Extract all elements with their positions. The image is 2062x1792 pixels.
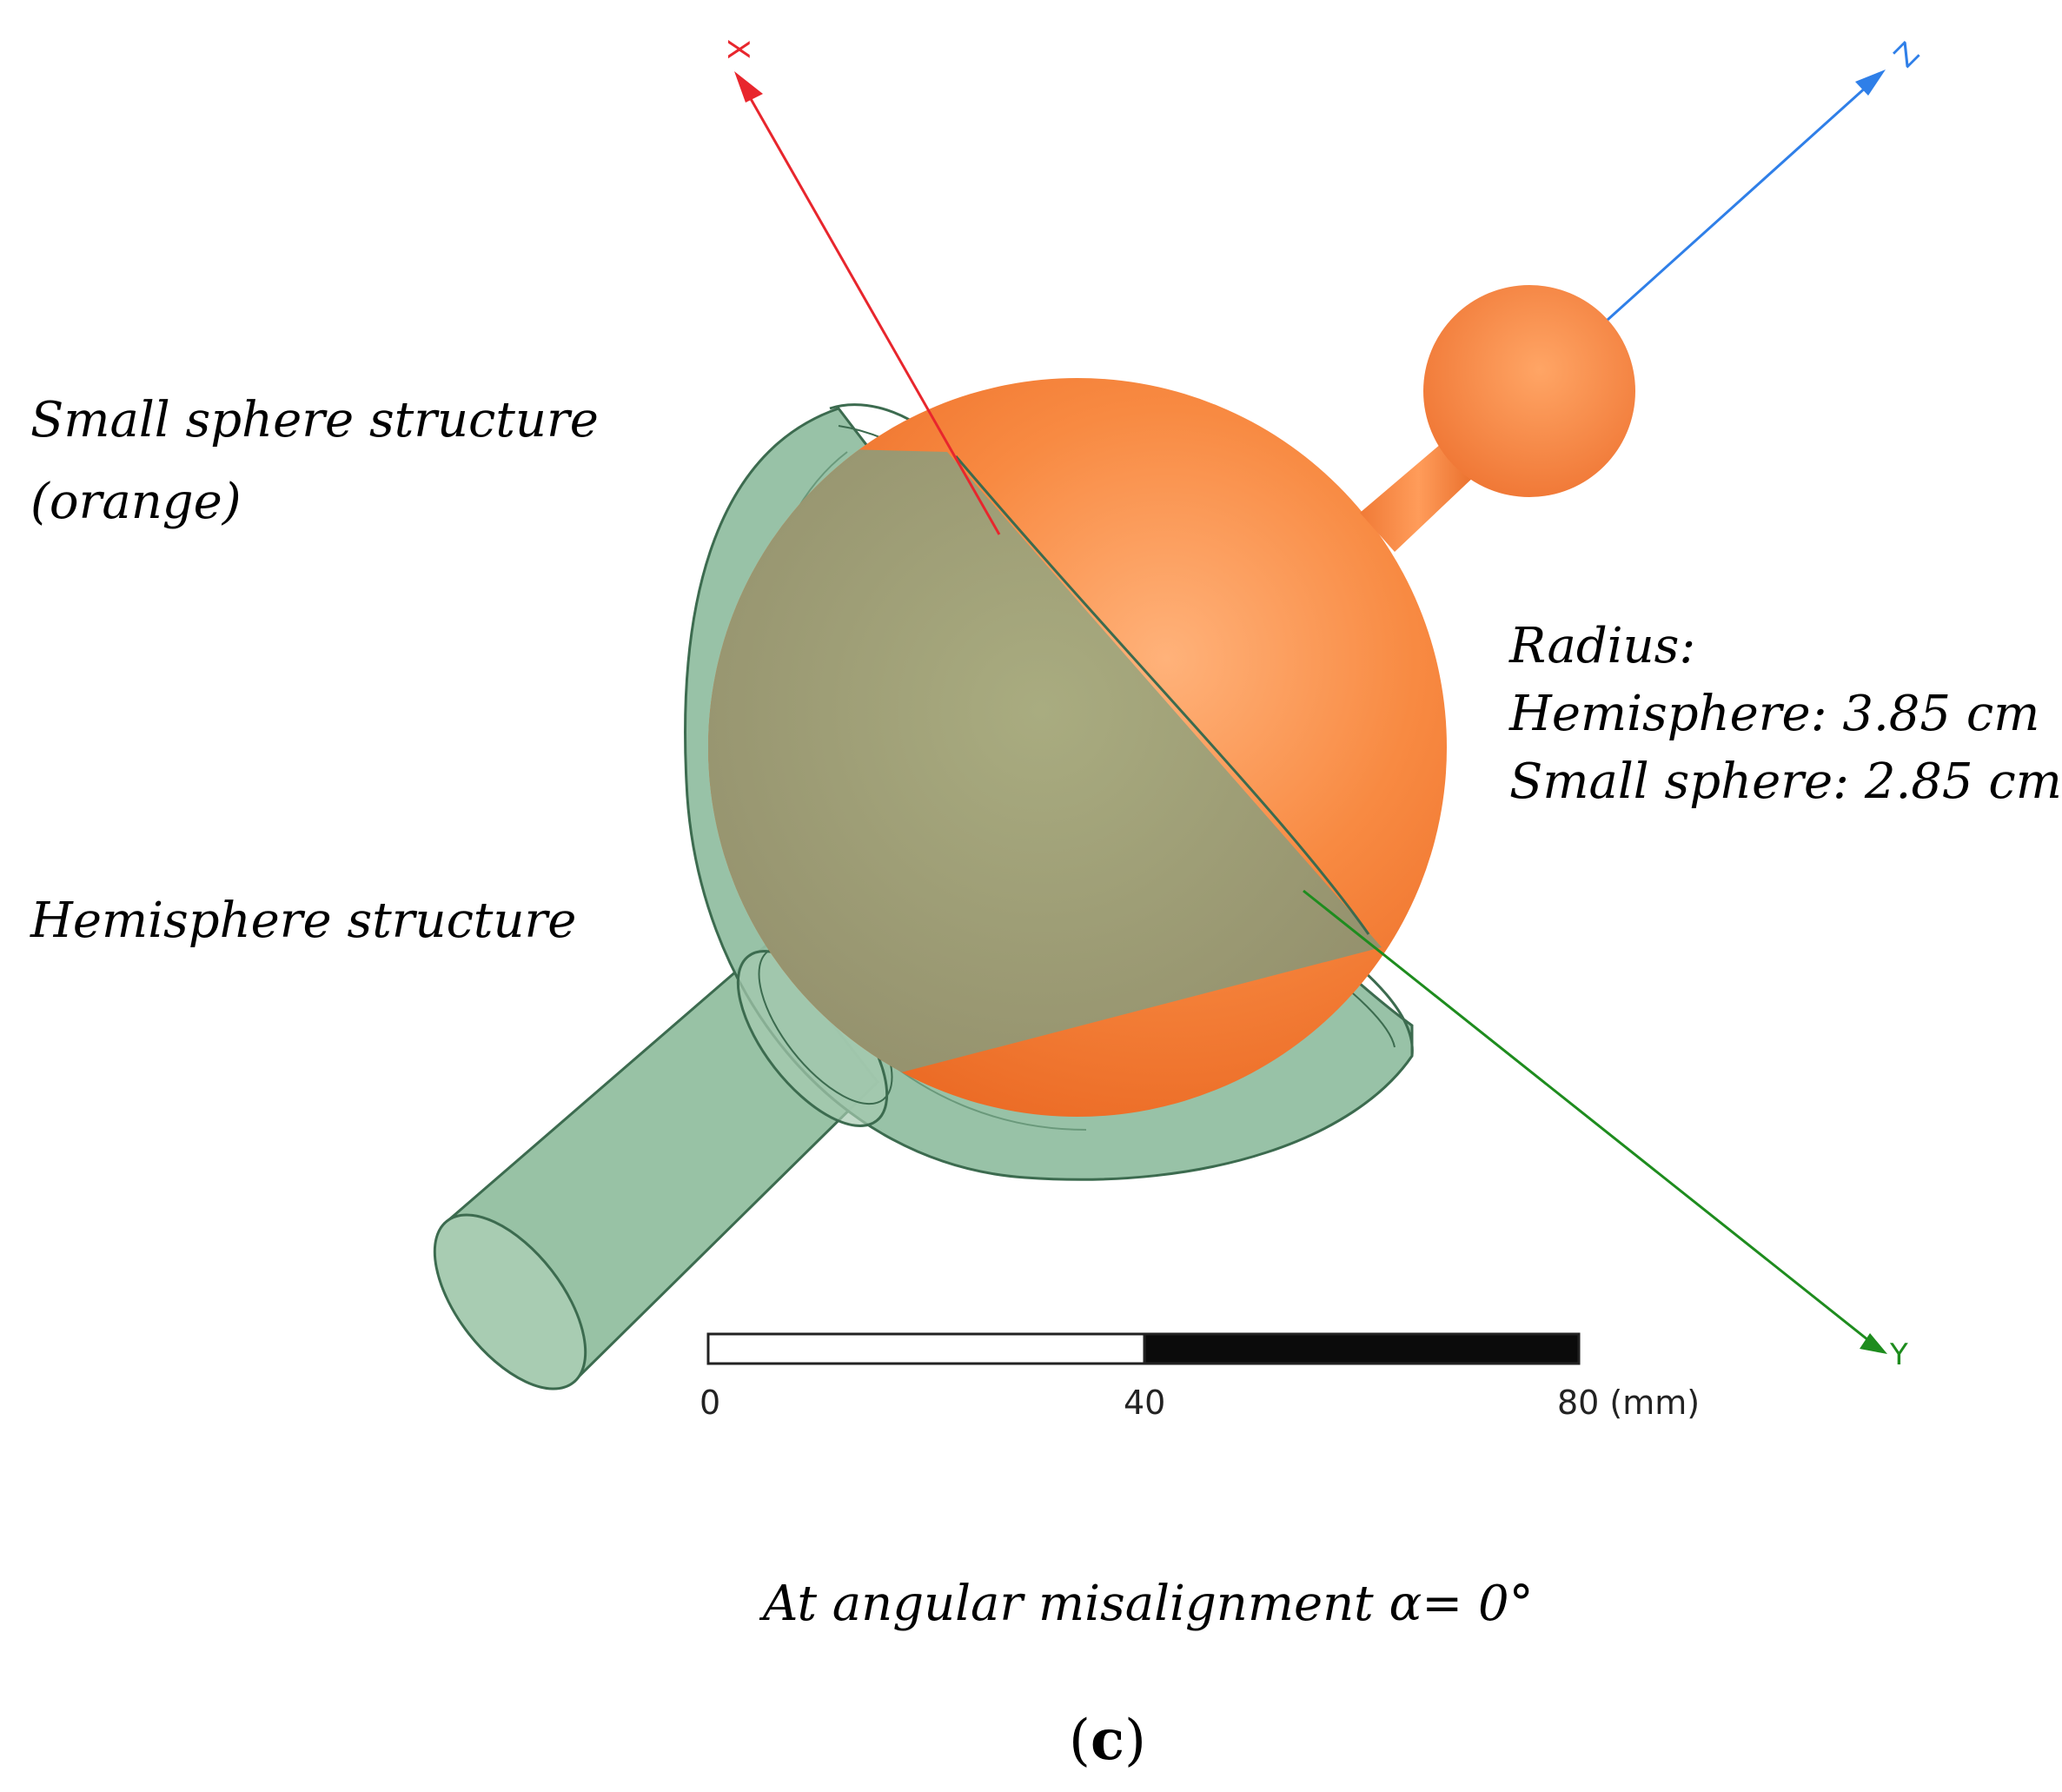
panel-label-open: (: [1069, 1709, 1091, 1773]
z-axis-label: Z: [1887, 36, 1926, 75]
scale-bar: 0 40 80 (mm): [699, 1332, 1700, 1422]
y-axis: Y: [1303, 889, 1908, 1372]
radius-small-sphere: Small sphere: 2.85 cm: [1509, 753, 2062, 810]
small-sphere-label-line1: Small sphere structure: [30, 392, 599, 448]
scale-bar-white-segment: [706, 1332, 1146, 1365]
y-axis-label: Y: [1889, 1337, 1908, 1372]
caption: At angular misalignment α= 0°: [763, 1576, 1534, 1632]
scale-tick-0: 0: [699, 1384, 720, 1422]
scale-tick-40: 40: [1124, 1384, 1165, 1422]
radius-title: Radius:: [1509, 618, 1696, 674]
z-axis: Z: [1606, 36, 1926, 322]
panel-label-letter: c: [1090, 1708, 1124, 1773]
x-axis-label: X: [720, 39, 755, 59]
large-orange-sphere: [708, 378, 1447, 1117]
x-axis: X: [720, 39, 1001, 535]
panel-label: (c): [1069, 1708, 1146, 1773]
hemisphere-label: Hemisphere structure: [30, 893, 577, 949]
scale-tick-80: 80 (mm): [1557, 1384, 1700, 1422]
small-sphere-label-line2: (orange): [30, 474, 242, 530]
small-orange-sphere: [1360, 285, 1635, 552]
panel-label-close: ): [1124, 1709, 1146, 1773]
radius-hemisphere: Hemisphere: 3.85 cm: [1509, 686, 2040, 742]
scale-bar-black-segment: [1143, 1332, 1581, 1365]
